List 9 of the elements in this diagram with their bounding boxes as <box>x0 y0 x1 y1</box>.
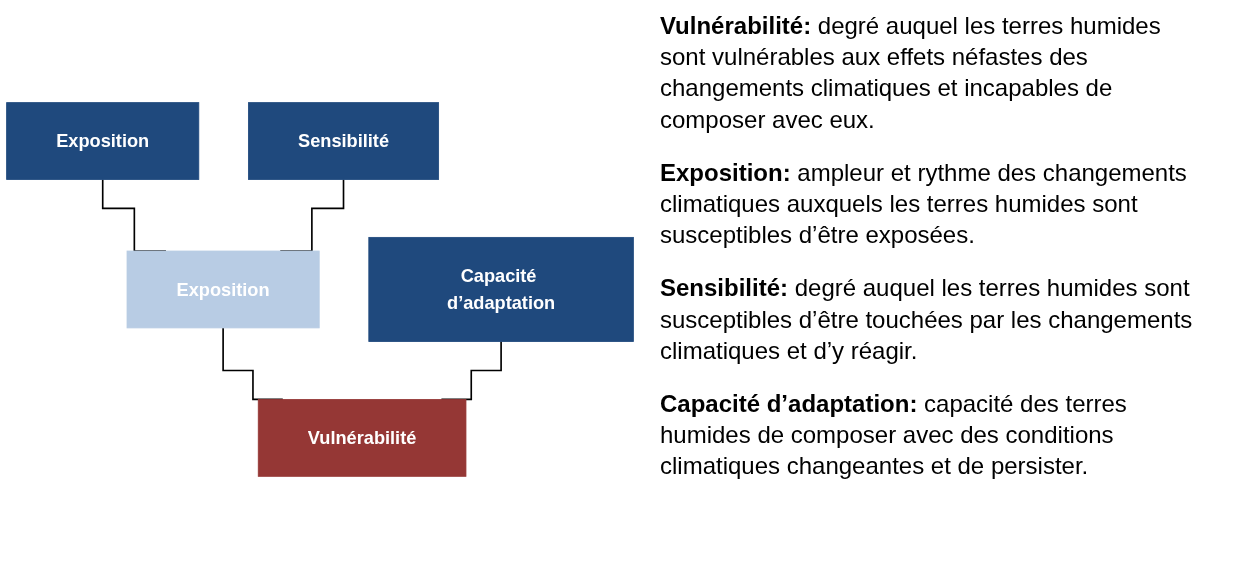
definition-text: Capacité d’adaptation: capacité des terres humides de composer avec des conditions climatiques changeantes et de persister. <box>660 388 1128 482</box>
definition-text: Vulnérabilité: degré auquel les terres humides sont vulnérables aux effets néfastes des changements climatiques et incapables de composer avec eux. <box>660 11 1162 135</box>
node-box: Sensibilité <box>248 101 440 180</box>
definition-text: Exposition: ampleur et rythme des changements climatiques auxquels les terres humides sont susceptibles d’être exposées. <box>660 157 1188 251</box>
node-box: Vulnérabilité <box>257 398 467 477</box>
definition-text: Sensibilité: degré auquel les terres humides sont susceptibles d’être touchées par les changements climatiques et d’y réagir. <box>660 273 1194 366</box>
node-box: Capacité d’adaptation <box>368 236 634 342</box>
node-box: Exposition <box>126 250 320 328</box>
node-box: Exposition <box>6 101 200 180</box>
